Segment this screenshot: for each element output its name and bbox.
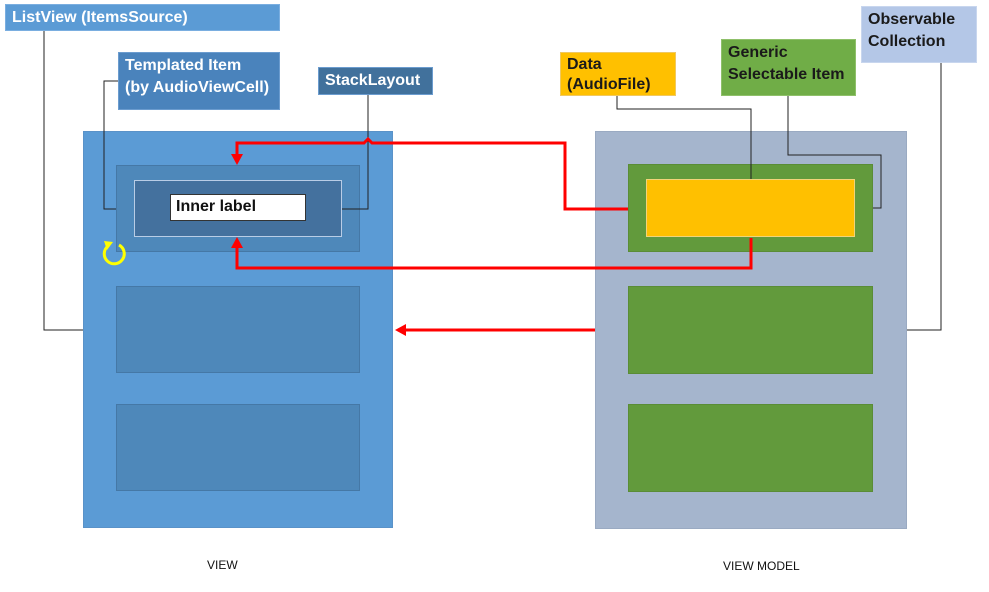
arrowhead-up xyxy=(231,237,243,248)
stacklayout-connector xyxy=(342,95,369,210)
vm-item-1-data xyxy=(646,179,855,237)
collection-connector xyxy=(907,63,942,331)
view-model-caption: VIEW MODEL xyxy=(723,559,800,573)
vm-item-2 xyxy=(628,286,873,374)
vm-item-3 xyxy=(628,404,873,492)
templated-item-callout: Templated Item (by AudioViewCell) xyxy=(118,52,280,110)
observable-line1: Observable xyxy=(868,11,956,28)
data-connector xyxy=(616,96,752,179)
listview-callout: ListView (ItemsSource) xyxy=(5,4,280,31)
selectable-line2: Selectable Item xyxy=(728,66,845,83)
data-callout-line1: Data xyxy=(567,56,602,73)
selectable-item-callout: Generic Selectable Item xyxy=(721,39,856,96)
selectable-connector xyxy=(787,95,882,209)
binding-arrow-view-to-data xyxy=(235,238,753,270)
view-caption: VIEW xyxy=(207,558,238,572)
stacklayout-callout-text: StackLayout xyxy=(325,72,421,89)
view-item-2 xyxy=(116,286,360,373)
observable-collection-callout: Observable Collection xyxy=(861,6,977,63)
binding-arrow-data-to-view xyxy=(235,136,628,211)
refresh-icon xyxy=(102,241,126,266)
view-item-3 xyxy=(116,404,360,491)
listview-connector xyxy=(43,31,83,331)
templated-item-line2: (by AudioViewCell) xyxy=(125,79,270,96)
selectable-line1: Generic xyxy=(728,44,788,61)
arrowhead-down xyxy=(231,154,243,165)
listview-callout-text: ListView (ItemsSource) xyxy=(12,9,188,26)
templated-item-connector xyxy=(103,80,118,210)
stacklayout-callout: StackLayout xyxy=(318,67,433,95)
templated-item-line1: Templated Item xyxy=(125,57,242,74)
data-callout-line2: (AudioFile) xyxy=(567,76,651,93)
observable-line2: Collection xyxy=(868,33,946,50)
arrowhead-left xyxy=(395,324,406,336)
inner-label: Inner label xyxy=(170,194,306,221)
data-callout: Data (AudioFile) xyxy=(560,52,676,96)
